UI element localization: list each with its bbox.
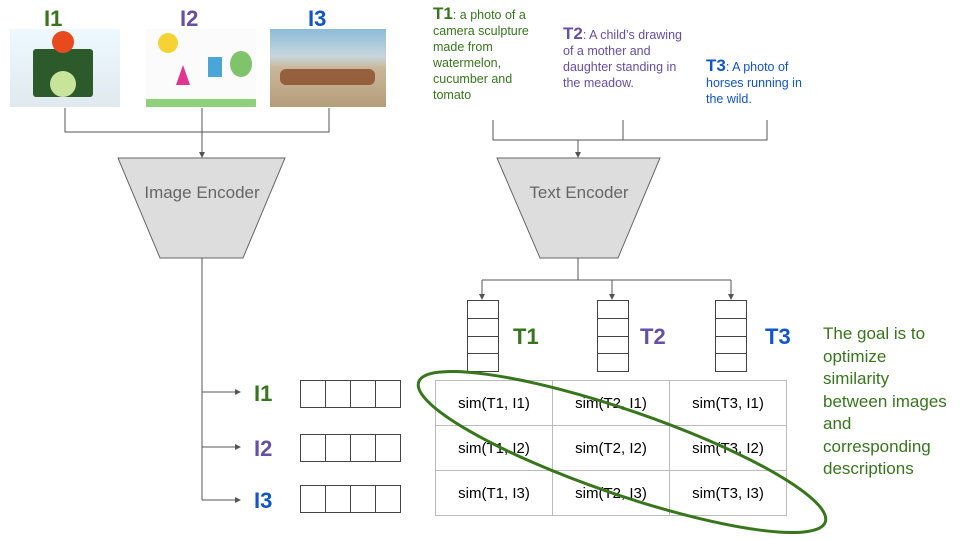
matrix-cell: sim(T1, I3) [435, 470, 553, 516]
text-embedding-t2 [597, 300, 629, 372]
text-encoder-shape [496, 157, 661, 259]
text-label-t2: T2 [563, 24, 583, 43]
matrix-cell: sim(T1, I1) [435, 380, 553, 426]
embedding-label-t3: T3 [765, 324, 791, 349]
text-description-t3: T3: A photo of horses running in the wil… [706, 56, 816, 107]
image-embedding-i1 [300, 380, 401, 408]
t2-desc: : A child’s drawing of a mother and daug… [563, 28, 682, 90]
embedding-label-i3: I3 [254, 488, 273, 513]
image-encoder-label: Image Encoder [144, 183, 260, 202]
text-embedding-t1 [467, 300, 499, 372]
camera-sculpture-image [10, 29, 120, 107]
image-embedding-i3 [300, 485, 401, 513]
image-label-i1: I1 [44, 6, 63, 31]
text-embedding-t3 [715, 300, 747, 372]
child-drawing-image [146, 29, 256, 107]
image-embedding-i2 [300, 434, 401, 462]
text-encoder-label: Text Encoder [529, 183, 629, 202]
embedding-label-t2: T2 [640, 324, 666, 349]
matrix-row: sim(T1, I1)sim(T2, I1)sim(T3, I1) [435, 380, 787, 426]
image-encoder-shape [117, 157, 286, 259]
text-description-t2: T2: A child’s drawing of a mother and da… [563, 24, 688, 91]
t3-desc: : A photo of horses running in the wild. [706, 60, 802, 106]
t1-desc: : a photo of a camera sculpture made fro… [433, 8, 529, 102]
matrix-cell: sim(T3, I1) [669, 380, 787, 426]
image-label-i3: I3 [308, 6, 327, 31]
text-label-t1: T1 [433, 4, 453, 23]
matrix-row: sim(T1, I3)sim(T2, I3)sim(T3, I3) [435, 470, 787, 516]
embedding-label-i2: I2 [254, 436, 273, 461]
horses-image [270, 29, 386, 107]
matrix-cell: sim(T1, I2) [435, 425, 553, 471]
image-label-i2: I2 [180, 6, 199, 31]
text-label-t3: T3 [706, 56, 726, 75]
text-description-t1: T1: a photo of a camera sculpture made f… [433, 4, 543, 103]
embedding-label-i1: I1 [254, 381, 273, 406]
goal-text: The goal is to optimize similarity betwe… [823, 324, 947, 478]
matrix-cell: sim(T3, I3) [669, 470, 787, 516]
similarity-matrix: sim(T1, I1)sim(T2, I1)sim(T3, I1) sim(T1… [435, 380, 787, 516]
embedding-label-t1: T1 [513, 324, 539, 349]
